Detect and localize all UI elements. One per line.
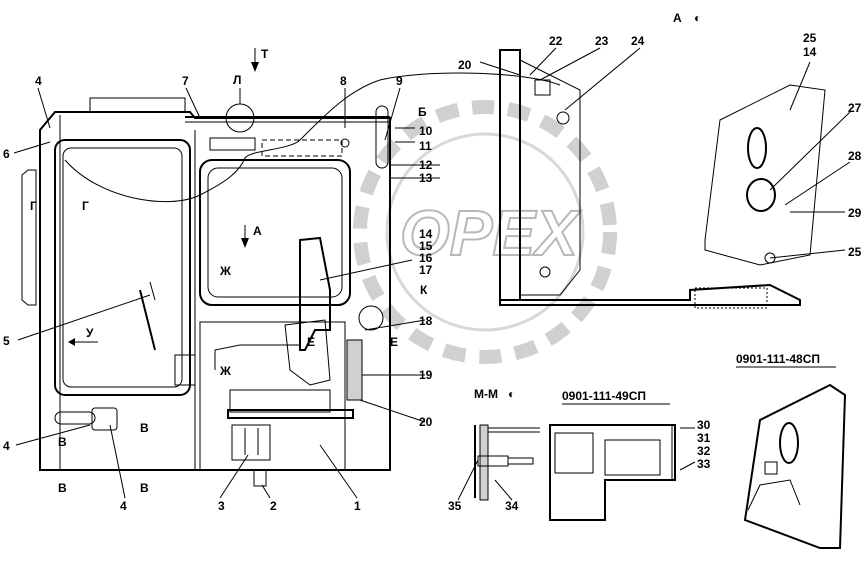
label-g-left: Г — [30, 199, 37, 213]
cabin-side-view — [21, 72, 561, 487]
callout-8: 7 — [182, 74, 189, 88]
label-zh-upper: Ж — [219, 264, 231, 278]
part-number-48sp: 0901-111-48СП — [736, 352, 820, 366]
section-mm — [474, 424, 540, 501]
leader-lines — [13, 47, 851, 501]
label-mm: М-М — [474, 387, 498, 401]
callout-16: 15 — [419, 239, 433, 253]
label-view-a: А — [673, 11, 682, 25]
callout-32: 32 — [697, 444, 711, 458]
callout-23: 22 — [549, 34, 563, 48]
callout-26: 25 — [803, 31, 817, 45]
part-number-labels: 0901-111-48СП 0901-111-49СП — [562, 352, 820, 403]
callout-29: 29 — [848, 206, 862, 220]
callout-31: 31 — [697, 431, 711, 445]
callout-19: 18 — [419, 314, 433, 328]
label-u: У — [86, 326, 94, 340]
label-e1: Е — [307, 335, 315, 349]
callout-3: 3 — [218, 499, 225, 513]
callout-7: 6 — [3, 147, 10, 161]
callout-1: 1 — [354, 499, 361, 513]
label-v1: В — [140, 421, 149, 435]
callout-4-top: 4 — [35, 74, 42, 88]
callout-10: 9 — [396, 74, 403, 88]
view-letters: Т А ◐ Л Б Г Г А Ж Ж У Е Е К В В В В М-М … — [30, 11, 701, 495]
callout-30: 30 — [697, 418, 711, 432]
callout-11: 10 — [419, 124, 433, 138]
label-t: Т — [261, 47, 269, 61]
part-number-49sp: 0901-111-49СП — [562, 389, 646, 403]
callout-34: 34 — [505, 499, 519, 513]
callout-33: 33 — [697, 457, 711, 471]
part-48sp-drawing — [743, 383, 847, 549]
label-zh-lower: Ж — [219, 364, 231, 378]
label-v4: В — [140, 481, 149, 495]
label-b: Б — [418, 105, 427, 119]
watermark-text: OPEX — [400, 197, 581, 269]
callout-35: 35 — [448, 499, 462, 513]
callout-15: 14 — [419, 227, 433, 241]
view-a-side-panel — [499, 49, 826, 309]
opex-watermark: OPEX — [353, 100, 617, 364]
callout-17: 16 — [419, 251, 433, 265]
callout-2: 2 — [270, 499, 277, 513]
view-a-symbol: ◐ — [694, 11, 701, 25]
callout-9: 8 — [340, 74, 347, 88]
callout-12: 11 — [419, 139, 432, 153]
callout-4-bottom: 4 — [120, 499, 127, 513]
callout-13: 12 — [419, 158, 433, 172]
callout-28: 28 — [848, 149, 862, 163]
label-v3: В — [58, 481, 67, 495]
callout-25-right: 25 — [848, 245, 862, 259]
label-g-right: Г — [82, 199, 89, 213]
callout-6: 5 — [3, 334, 10, 348]
label-a-center: А — [253, 224, 262, 238]
callout-20: 19 — [419, 368, 433, 382]
callout-18: 17 — [419, 263, 433, 277]
label-v2: В — [58, 435, 67, 449]
label-l: Л — [233, 73, 241, 87]
callout-25-top: 24 — [631, 34, 645, 48]
view-mm-symbol: ◐ — [508, 387, 515, 401]
label-e2: Е — [390, 335, 398, 349]
part-49sp-drawing — [549, 424, 676, 521]
callout-24: 23 — [595, 34, 609, 48]
callout-21: 20 — [419, 415, 433, 429]
callout-14-right: 14 — [803, 45, 817, 59]
callout-numbers: 4 6 7 8 9 10 11 12 13 14 15 16 17 18 19 … — [3, 31, 862, 513]
callout-27: 27 — [848, 101, 862, 115]
callout-22: 20 — [458, 58, 472, 72]
callout-5: 4 — [3, 439, 10, 453]
callout-14: 13 — [419, 171, 433, 185]
label-k: К — [420, 283, 428, 297]
